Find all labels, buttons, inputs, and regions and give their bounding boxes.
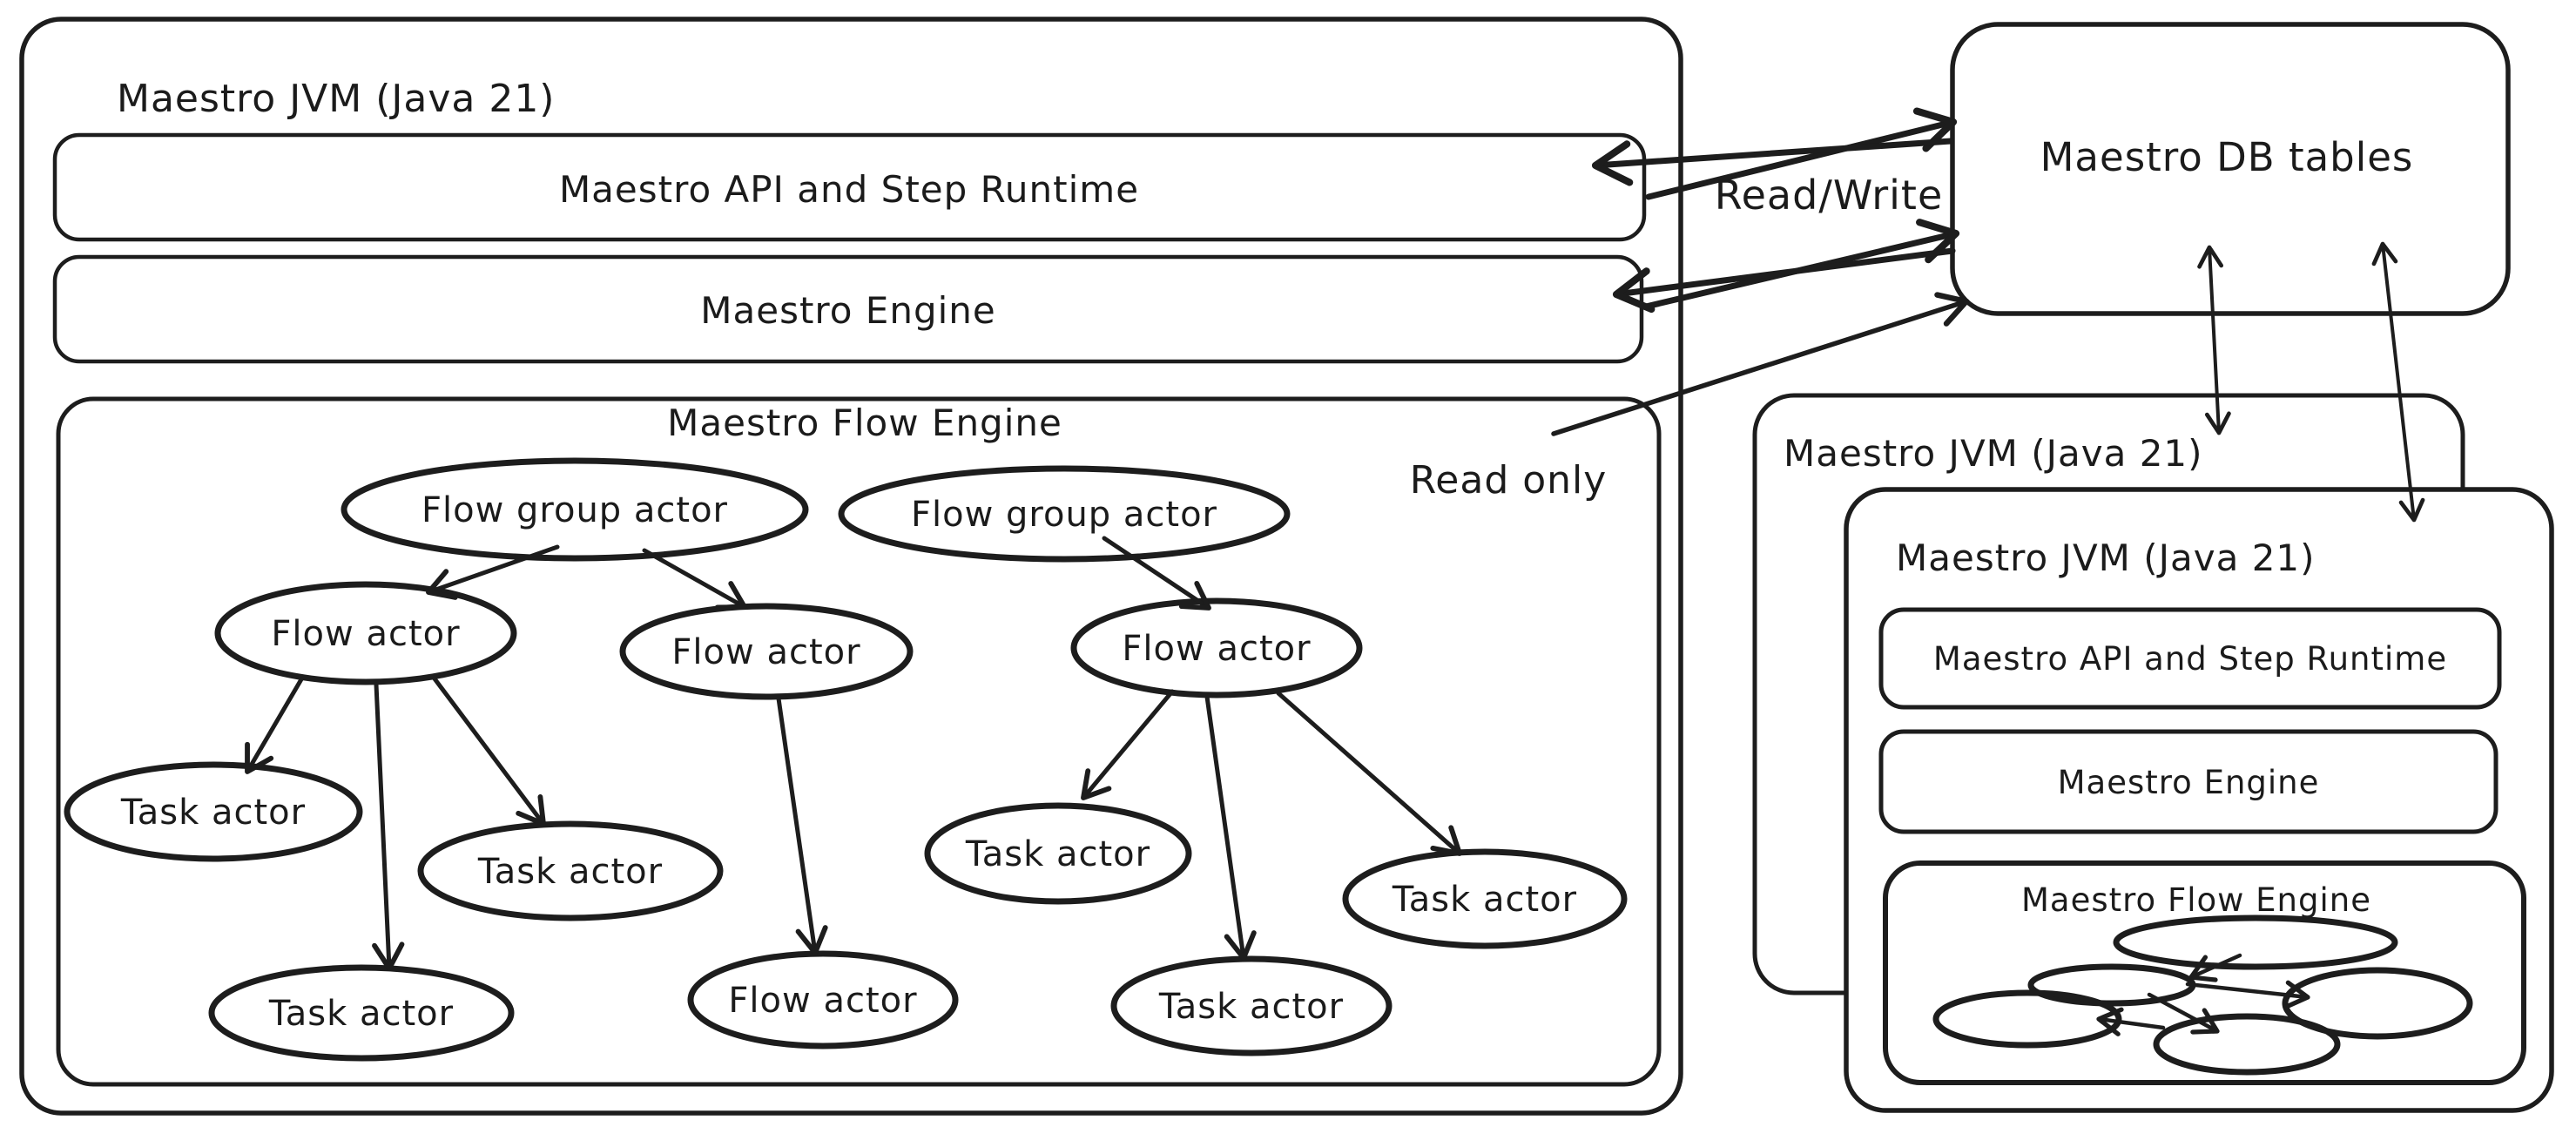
mini-node-bottom-center xyxy=(2153,1013,2341,1076)
arrow-db-to-front-jvm xyxy=(2371,241,2425,523)
left-jvm-title: Maestro JVM (Java 21) xyxy=(117,77,555,121)
flow-engine-title: Maestro Flow Engine xyxy=(667,402,1062,444)
mini-edge-mid-to-bottom-center xyxy=(2147,992,2220,1035)
arrow-db-to-api xyxy=(1591,138,1954,186)
edge-flow-mid-to-flow-bottom xyxy=(776,696,828,955)
mini-edge-mid-to-right xyxy=(2185,980,2310,1010)
node-label: Task actor xyxy=(477,852,663,892)
node-flow-actor-mid xyxy=(619,603,914,700)
api-runtime-label: Maestro API and Step Runtime xyxy=(559,168,1139,211)
replica-api-runtime-box xyxy=(1878,607,2502,710)
node-task-actor-2 xyxy=(417,820,724,921)
arrow-api-to-db xyxy=(1645,107,1958,200)
node-flow-group-actor-2 xyxy=(838,465,1291,563)
replica-flow-engine-title: Maestro Flow Engine xyxy=(2021,881,2371,919)
node-label: Flow actor xyxy=(728,981,917,1021)
node-flow-actor-right xyxy=(1070,597,1363,698)
node-label: Flow group actor xyxy=(421,490,728,530)
node-task-actor-1 xyxy=(64,761,363,862)
edge-group1-to-flow-mid xyxy=(642,548,747,611)
left-jvm-group: Maestro JVM (Java 21) Maestro API and St… xyxy=(19,17,1683,1116)
node-label: Task actor xyxy=(1392,880,1577,920)
mini-actor-tree xyxy=(1932,914,2473,1076)
edge-flow-left-to-task2 xyxy=(431,675,546,827)
replica-engine-label: Maestro Engine xyxy=(2058,764,2320,801)
db-tables-title: Maestro DB tables xyxy=(2040,134,2414,180)
replica-engine-box xyxy=(1878,729,2498,834)
node-label: Flow actor xyxy=(671,632,860,672)
arrow-db-to-engine xyxy=(1612,247,1956,314)
mini-edge-top-to-mid xyxy=(2188,953,2242,982)
node-flow-group-actor-1 xyxy=(341,457,809,562)
node-task-actor-6 xyxy=(1342,848,1628,949)
flow-engine-box xyxy=(56,396,1662,1087)
node-label: Flow group actor xyxy=(911,495,1217,535)
read-write-label: Read/Write xyxy=(1715,172,1944,219)
db-tables-group: Maestro DB tables xyxy=(1950,22,2511,316)
node-label: Task actor xyxy=(268,994,454,1034)
mini-edge-to-bottom-left xyxy=(2096,1007,2166,1036)
node-label: Task actor xyxy=(120,793,306,833)
edge-flow-right-to-task4 xyxy=(1081,689,1175,800)
engine-label: Maestro Engine xyxy=(700,289,996,332)
node-flow-actor-left xyxy=(214,581,517,685)
read-only-label: Read only xyxy=(1410,458,1608,503)
arrow-db-to-back-jvm xyxy=(2197,245,2231,435)
replica-jvm-front-title: Maestro JVM (Java 21) xyxy=(1896,537,2316,579)
replica-api-runtime-label: Maestro API and Step Runtime xyxy=(1933,640,2447,678)
node-label: Task actor xyxy=(965,834,1150,874)
arrow-flow-engine-to-db-read-only xyxy=(1551,292,1970,436)
node-task-actor-4 xyxy=(924,802,1192,905)
edge-flow-left-to-task1 xyxy=(245,677,304,774)
mini-node-top xyxy=(2113,914,2398,970)
replica-jvm-front-group: Maestro JVM (Java 21) Maestro API and St… xyxy=(1844,487,2554,1113)
connectors: Read/Write Read only xyxy=(1410,107,2425,523)
replica-jvm-back-title: Maestro JVM (Java 21) xyxy=(1784,432,2203,475)
actor-tree: Flow group actor Flow group actor Flow a… xyxy=(64,457,1628,1062)
node-label: Task actor xyxy=(1158,987,1344,1027)
node-task-actor-3 xyxy=(208,964,515,1062)
api-runtime-box xyxy=(52,132,1647,242)
edge-flow-right-to-task5 xyxy=(1204,694,1257,961)
edge-group1-to-flow-left xyxy=(426,544,560,600)
edge-flow-right-to-task6 xyxy=(1276,691,1462,856)
edge-flow-left-to-task3 xyxy=(372,682,405,971)
node-label: Flow actor xyxy=(1122,629,1311,669)
node-label: Flow actor xyxy=(271,614,460,654)
edge-group2-to-flow-right xyxy=(1102,536,1211,611)
